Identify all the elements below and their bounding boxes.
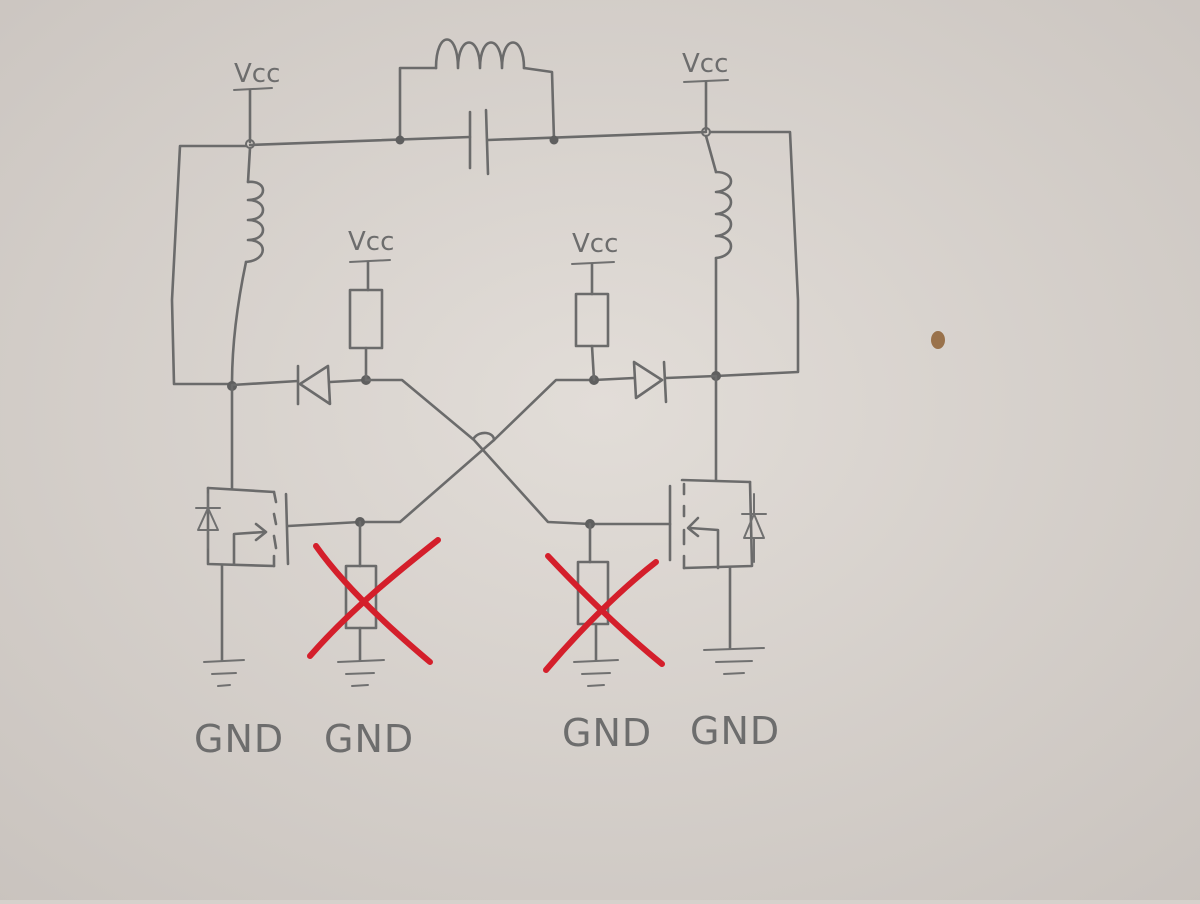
- left-feedback-wire: [170, 144, 248, 386]
- vcc-top-right: Vcc: [682, 49, 729, 137]
- vcc-label: Vcc: [348, 227, 394, 257]
- junction-dot: [549, 135, 559, 145]
- tank-capacitor: [248, 108, 708, 176]
- vcc-mid-right: Vcc: [571, 229, 618, 382]
- ground-symbol-1: GND: [194, 659, 284, 761]
- left-mosfet: [195, 384, 362, 662]
- gnd-label: GND: [690, 709, 780, 753]
- vcc-top-left: Vcc: [233, 59, 280, 149]
- vcc-label: Vcc: [682, 49, 728, 79]
- vcc-label: Vcc: [572, 229, 618, 259]
- strike-mark-left: [307, 537, 441, 665]
- vcc-label: Vcc: [234, 59, 280, 89]
- tank-inductor: [398, 38, 556, 142]
- right-feedback-wire: [708, 130, 800, 378]
- right-diode: [592, 360, 718, 404]
- gnd-label: GND: [194, 717, 284, 761]
- junction-dot: [395, 135, 405, 145]
- vcc-mid-left: Vcc: [348, 227, 394, 382]
- ground-symbol-4: GND: [690, 647, 780, 753]
- left-choke-inductor: [230, 146, 265, 386]
- paper-stain: [931, 331, 945, 349]
- ground-symbol-2: GND: [324, 659, 414, 761]
- gnd-label: GND: [562, 711, 652, 755]
- left-diode: [230, 364, 368, 406]
- cross-coupling-wires: [358, 378, 596, 526]
- right-pulldown-resistor: [576, 522, 610, 662]
- right-choke-inductor: [704, 134, 733, 378]
- left-pulldown-resistor: [344, 520, 378, 662]
- strike-mark-right: [543, 553, 665, 673]
- right-mosfet: [588, 376, 767, 650]
- ground-symbol-3: GND: [562, 659, 652, 755]
- gnd-label: GND: [324, 717, 414, 761]
